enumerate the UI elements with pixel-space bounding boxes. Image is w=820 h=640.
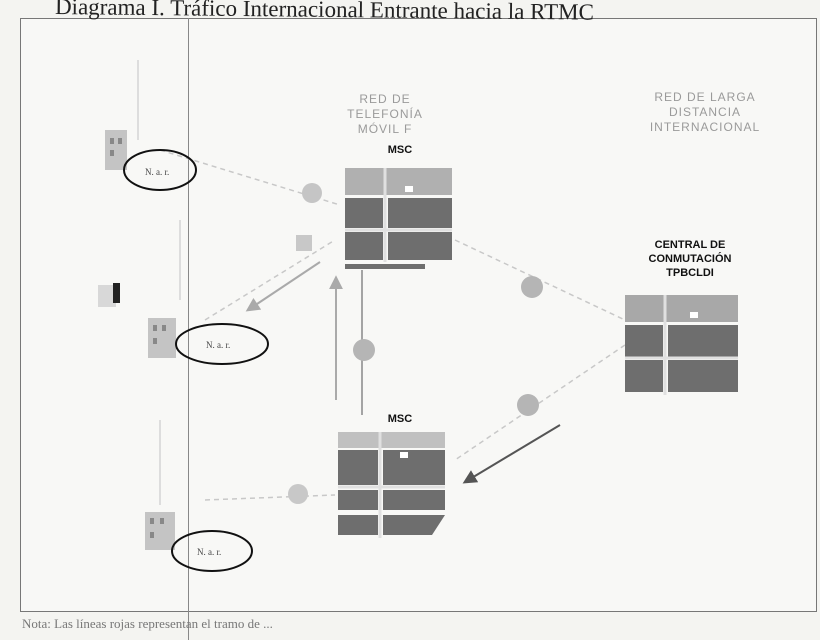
link-cell-mid-to-msc-top — [204, 239, 336, 321]
ellipse-top — [123, 149, 197, 191]
msc-bottom-switch-icon — [338, 432, 445, 538]
footnote: Nota: Las líneas rojas representan el tr… — [22, 616, 273, 631]
switching-center-label: CENTRAL DE CONMUTACIÓN TPBCLDI — [648, 239, 732, 279]
scan-divider-line — [188, 18, 189, 640]
ellipse-bottom — [171, 530, 253, 572]
link-cell-bottom-to-msc-bottom — [204, 494, 336, 501]
ellipse-mid-label: N. a. r. — [206, 340, 230, 350]
arrow-switch-to-msc-bottom — [462, 424, 561, 484]
cell-site-bottom-icon — [145, 420, 175, 550]
ellipse-mid — [175, 323, 269, 365]
ellipse-bottom-label: N. a. r. — [197, 547, 221, 557]
tpbcldi-switch-icon — [625, 295, 738, 395]
mobile-network-label: RED DE TELEFONÍA MÓVIL F — [347, 92, 423, 136]
node-circle — [517, 394, 539, 416]
node-circle — [353, 339, 375, 361]
msc-top-label: MSC — [387, 144, 413, 156]
node-circle — [302, 183, 322, 203]
msc-top-switch-icon — [345, 168, 452, 269]
node-square — [296, 235, 312, 251]
node-circle — [521, 276, 543, 298]
cell-site-mid-icon — [98, 220, 181, 358]
cell-site-top-icon — [105, 60, 139, 170]
ellipse-top-label: N. a. r. — [145, 167, 169, 177]
node-circle — [288, 484, 308, 504]
arrow-msc-top-to-cell-mid — [245, 261, 321, 312]
long-distance-network-label: RED DE LARGA DISTANCIA INTERNACIONAL — [649, 90, 761, 134]
msc-bottom-label: MSC — [387, 413, 413, 425]
link-switch-to-msc-bottom — [454, 344, 626, 461]
